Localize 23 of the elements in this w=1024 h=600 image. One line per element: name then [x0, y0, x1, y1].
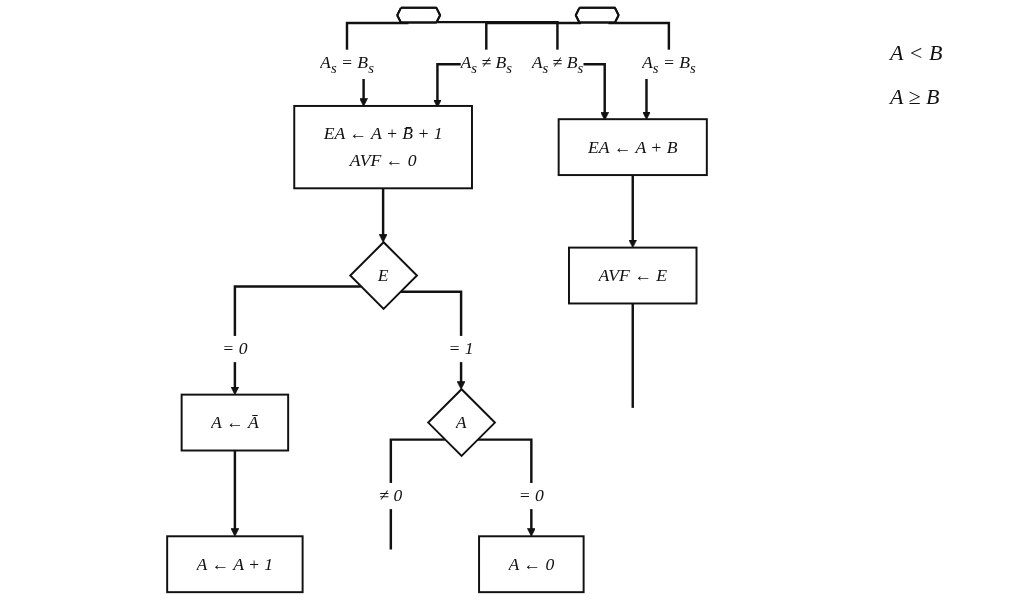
- condition-label: A ≥ B: [890, 84, 940, 110]
- node-box: EA ← A + B: [557, 118, 708, 177]
- node-diamond: E: [348, 240, 419, 311]
- node-box: A ← 0: [478, 535, 585, 594]
- arrow: [437, 20, 610, 121]
- edge-label: = 0: [518, 485, 544, 506]
- edge-label: A$_{s}$ = B$_{s}$: [641, 52, 696, 76]
- node-box: EA ← A + B̄ + 1 AVF ← 0: [293, 104, 473, 190]
- node-box: A ← A + 1: [166, 535, 304, 594]
- arrow: [230, 285, 361, 396]
- edge-label: A$_{s}$ ≠ B$_{s}$: [460, 52, 513, 76]
- connector: [631, 302, 634, 408]
- node-diamond: A: [426, 387, 497, 458]
- edge-label: = 1: [448, 338, 474, 359]
- node-box: AVF ← E: [568, 246, 698, 305]
- node-box: A ← Ā: [180, 393, 290, 452]
- edge-label: A$_{s}$ ≠ B$_{s}$: [531, 52, 584, 76]
- arrow: [230, 449, 240, 537]
- edge-label: = 0: [222, 338, 248, 359]
- edge-label: A$_{s}$ = B$_{s}$: [320, 52, 374, 76]
- edge-label: ≠ 0: [379, 485, 403, 506]
- arrow: [378, 187, 388, 243]
- condition-label: A < B: [890, 40, 943, 66]
